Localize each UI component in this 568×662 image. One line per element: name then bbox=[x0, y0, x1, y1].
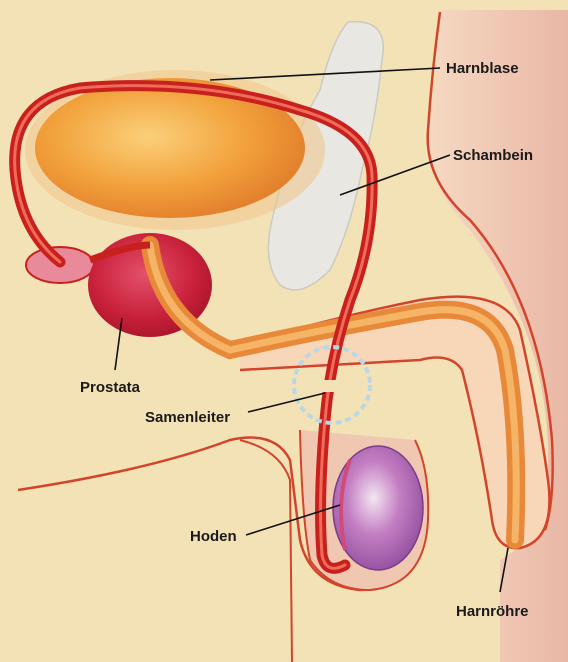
label-harnroehre: Harnröhre bbox=[456, 603, 529, 620]
label-samenleiter: Samenleiter bbox=[145, 409, 230, 426]
label-prostata: Prostata bbox=[80, 379, 141, 396]
label-harnblase: Harnblase bbox=[446, 60, 519, 77]
label-hoden: Hoden bbox=[190, 528, 237, 545]
vas-cut-gap bbox=[322, 380, 340, 392]
label-schambein: Schambein bbox=[453, 147, 533, 164]
